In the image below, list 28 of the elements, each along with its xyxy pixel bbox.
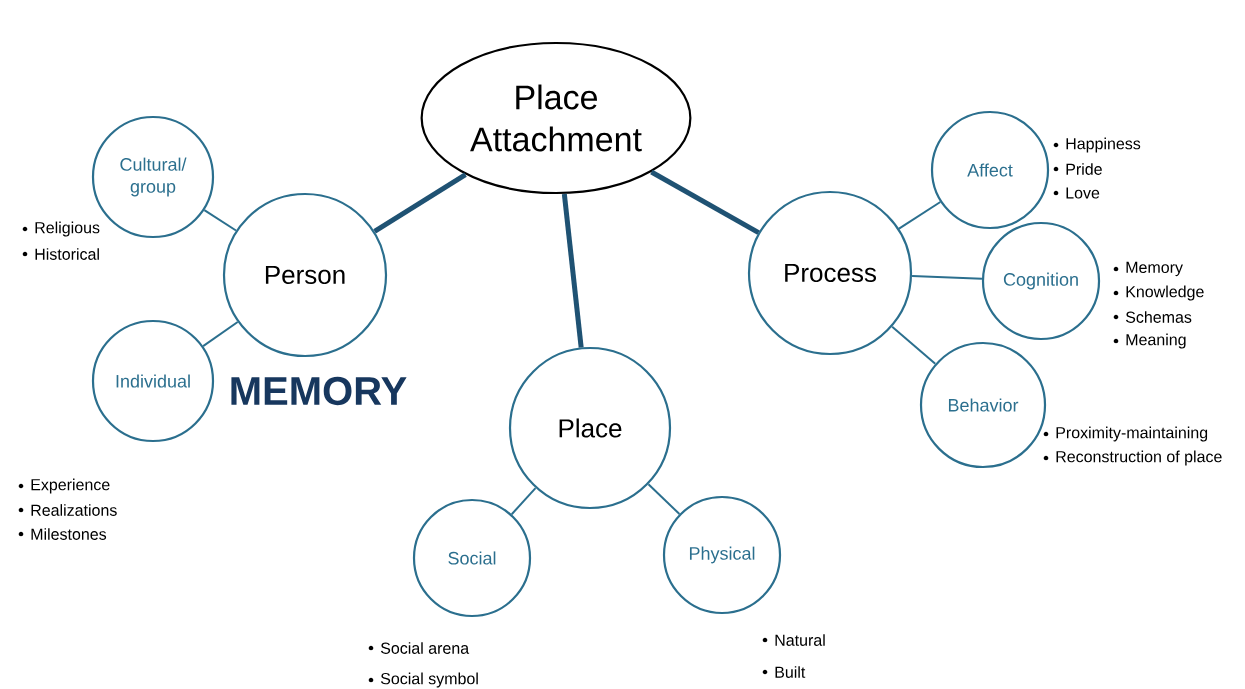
bullet-item: Knowledge — [1126, 285, 1204, 301]
connector-line — [647, 483, 681, 516]
bullet-item: Built — [775, 666, 806, 678]
connector-line — [898, 201, 942, 230]
bullet-item: Memory — [1126, 261, 1183, 277]
bullet-item: Meaning — [1126, 333, 1186, 349]
overlay-word: MEMORY — [231, 376, 407, 406]
bullet-item: Historical — [35, 248, 99, 260]
connector-line — [510, 487, 537, 516]
bullet-item: Natural — [775, 634, 825, 646]
connector-line — [202, 320, 239, 348]
bullet-item: Experience — [31, 478, 110, 494]
bullet-item: Milestones — [31, 528, 107, 540]
connector-line — [373, 172, 467, 234]
bullet-item: Happiness — [1066, 137, 1141, 153]
connector-line — [911, 275, 983, 280]
bullet-item: Pride — [1066, 163, 1102, 175]
connector-line — [650, 169, 760, 235]
bullet-item: Social symbol — [380, 672, 478, 688]
connector-line — [891, 325, 937, 365]
bullet-item: Schemas — [1125, 311, 1192, 323]
connector-line — [203, 209, 237, 232]
bullet-item: Proximity-maintaining — [1056, 426, 1208, 442]
bullet-item: Love — [1066, 187, 1100, 199]
bullet-item: Reconstruction of place — [1056, 450, 1222, 466]
bullet-item: Realizations — [31, 504, 117, 516]
bullet-item: Social arena — [380, 642, 470, 654]
connector-line — [561, 193, 584, 348]
